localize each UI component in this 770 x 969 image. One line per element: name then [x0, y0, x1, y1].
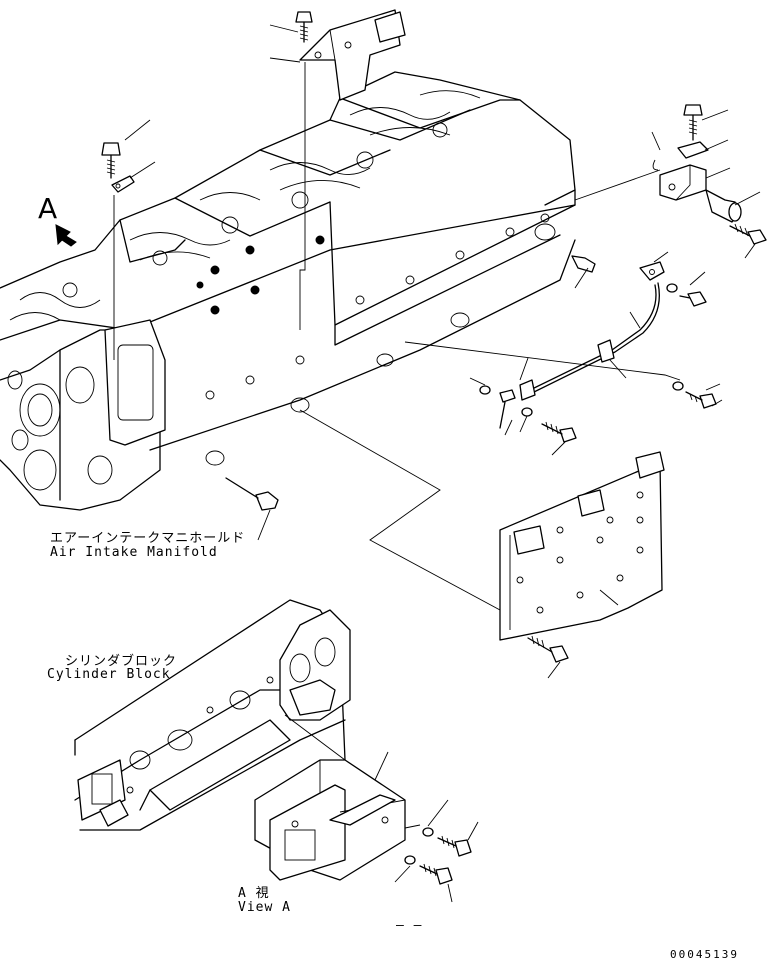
grounding-wire-part: [404, 251, 723, 456]
mounting-bracket-part: [254, 714, 479, 903]
top-bracket-part: [269, 9, 406, 330]
side-cover-plate-part: [499, 451, 665, 679]
sensor-bracket-group: [574, 104, 767, 259]
view-a-jp-label: A 視: [238, 886, 270, 901]
view-a-en-label: View A: [238, 900, 291, 915]
temperature-sensor-part: [225, 255, 596, 541]
view-marker-label: A: [38, 192, 58, 225]
air-intake-manifold-en-label: Air Intake Manifold: [50, 545, 218, 560]
leader-line-group: [299, 409, 501, 611]
view-direction-arrow-icon: [55, 224, 77, 247]
dash-mark: — —: [396, 918, 423, 933]
left-bolt-clamp-part: [101, 119, 156, 360]
cylinder-block-en-label: Cylinder Block: [47, 667, 171, 682]
cylinder-block-jp-label: シリンダブロック: [65, 654, 178, 669]
cylinder-block-view-a: [74, 599, 351, 831]
cylinder-head-assembly: [0, 71, 576, 511]
air-intake-manifold-jp-label: エアーインテークマニホールド: [50, 531, 246, 546]
drawing-id-label: 00045139: [670, 948, 739, 961]
